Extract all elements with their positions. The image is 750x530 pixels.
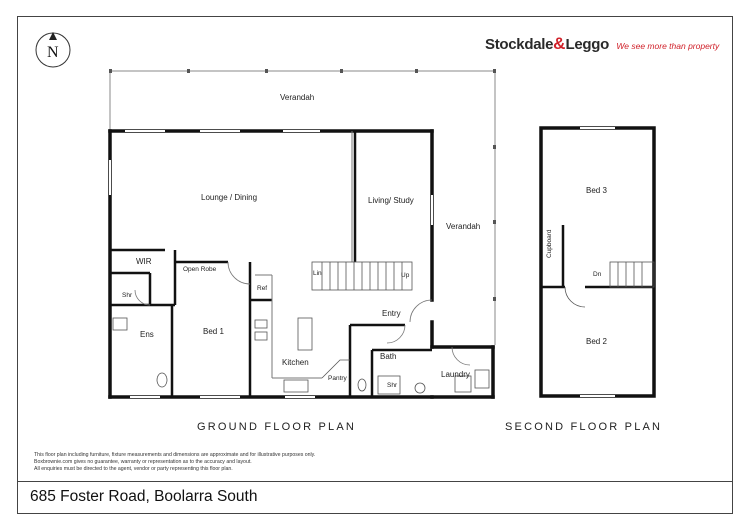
north-letter: N <box>47 44 59 61</box>
second-floor-title: SECOND FLOOR PLAN <box>505 421 663 433</box>
verandah-posts <box>109 69 496 301</box>
room-cupboard: Cupboard <box>546 229 553 258</box>
disclaimer: This floor plan including furniture, fix… <box>34 452 394 473</box>
room-bed3: Bed 3 <box>586 186 607 195</box>
footer-divider <box>17 481 733 482</box>
room-lounge-dining: Lounge / Dining <box>201 193 258 202</box>
property-address: 685 Foster Road, Boolarra South <box>30 488 258 505</box>
room-bath: Bath <box>380 352 397 361</box>
brand-tagline: We see more than property <box>616 41 720 51</box>
room-ref: Ref <box>257 285 268 292</box>
ground-floor-title: GROUND FLOOR PLAN <box>197 421 357 433</box>
brand-ampersand: & <box>553 34 566 53</box>
room-kitchen: Kitchen <box>282 358 309 367</box>
room-living-study: Living/ Study <box>368 196 414 205</box>
brand-name-right: Leggo <box>565 36 609 53</box>
disclaimer-line: Boxbrownie.com gives no guarantee, warra… <box>34 459 252 465</box>
room-ens: Ens <box>140 330 154 339</box>
room-dn: Dn <box>593 271 602 278</box>
second-floor-stairs <box>564 261 655 308</box>
north-compass-icon <box>35 32 71 68</box>
room-shr-ens: Shr <box>122 292 133 299</box>
brand-logo: Stockdale&Leggo We see more than propert… <box>485 34 719 54</box>
room-bed1: Bed 1 <box>203 327 224 336</box>
second-floor-windows <box>580 127 615 397</box>
room-open-robe: Open Robe <box>183 266 217 273</box>
disclaimer-line: This floor plan including furniture, fix… <box>34 452 316 458</box>
room-lin: Lin <box>313 270 322 277</box>
room-verandah-top: Verandah <box>280 93 315 102</box>
ground-floor-interior-walls <box>110 131 432 397</box>
window-marks <box>109 130 433 398</box>
room-shr-bath: Shr <box>387 382 398 389</box>
disclaimer-line: All enquiries must be directed to the ag… <box>34 466 233 472</box>
room-up: Up <box>401 272 410 279</box>
brand-name-left: Stockdale <box>485 36 554 53</box>
room-laundry: Laundry <box>441 370 470 379</box>
thin-interior-lines <box>255 131 353 379</box>
room-entry: Entry <box>382 309 401 318</box>
door-swings <box>134 261 471 366</box>
page-frame <box>17 16 733 514</box>
ground-stairs <box>311 261 413 291</box>
room-verandah-right: Verandah <box>446 222 481 231</box>
room-pantry: Pantry <box>328 375 347 382</box>
room-wir: WIR <box>136 257 152 266</box>
room-bed2: Bed 2 <box>586 337 607 346</box>
kitchen-fixtures <box>112 317 490 395</box>
